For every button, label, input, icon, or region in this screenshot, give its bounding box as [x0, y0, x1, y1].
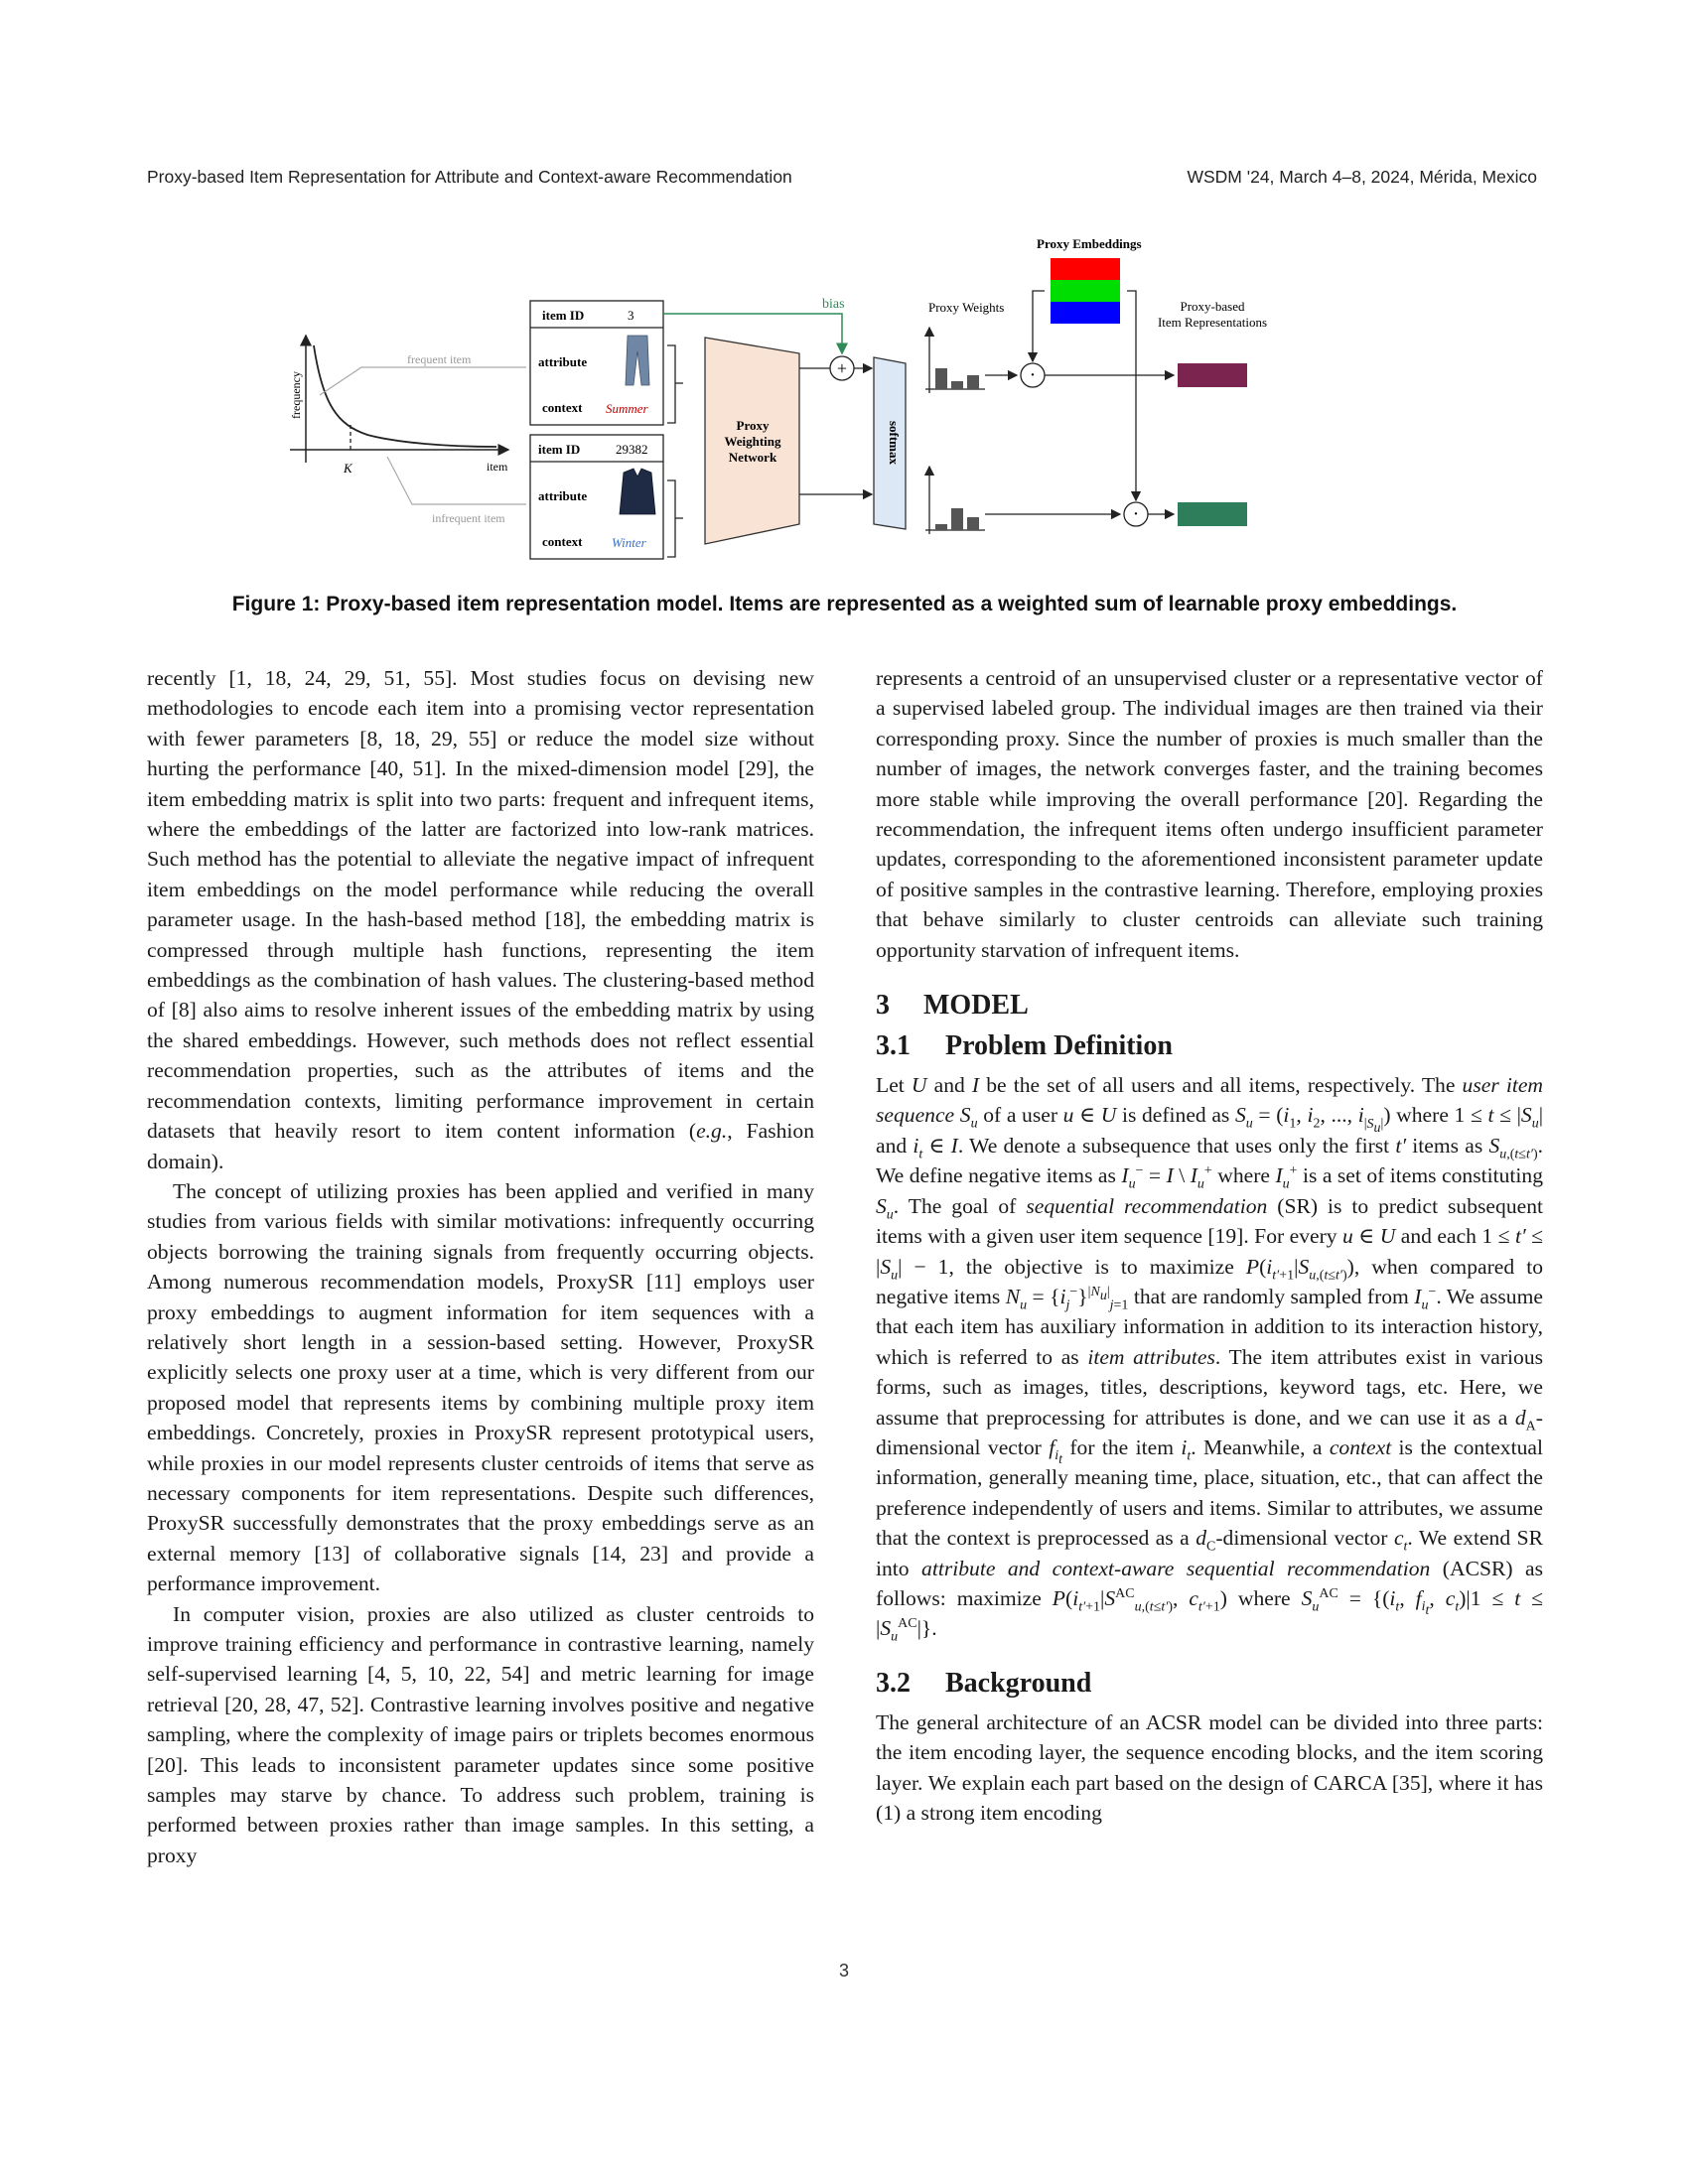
- item1-attribute-label: attribute: [538, 354, 587, 369]
- network-label-line2: Weighting: [724, 434, 781, 449]
- proxy-weighting-network: Proxy Weighting Network: [704, 337, 800, 545]
- plus-symbol: +: [837, 358, 847, 378]
- left-paragraph-1: recently [1, 18, 24, 29, 51, 55]. Most s…: [147, 666, 815, 1173]
- dot-symbol-bottom: ·: [1133, 503, 1140, 525]
- item2-context-value: Winter: [612, 535, 647, 550]
- right-column: represents a centroid of an unsupervised…: [876, 663, 1543, 1828]
- softmax-label: softmax: [887, 421, 902, 466]
- frequent-item-label: frequent item: [407, 352, 472, 366]
- proxy-repr-label-line1: Proxy-based: [1181, 299, 1245, 314]
- jacket-icon: [619, 468, 656, 515]
- proxy-embeddings-label: Proxy Embeddings: [1037, 236, 1142, 251]
- jeans-icon: [625, 335, 650, 386]
- infrequent-item-label: infrequent item: [432, 511, 505, 525]
- left-paragraph-2: The concept of utilizing proxies has bee…: [147, 1178, 814, 1596]
- problem-definition-paragraph: Let U and I be the set of all users and …: [876, 1073, 1544, 1645]
- item-card-2: item ID 29382 attribute context Winter: [529, 434, 664, 560]
- bias-label: bias: [822, 297, 845, 312]
- page-header: Proxy-based Item Representation for Attr…: [147, 167, 1537, 191]
- proxy-repr-label-line2: Item Representations: [1158, 315, 1267, 330]
- background-paragraph: The general architecture of an ACSR mode…: [876, 1709, 1543, 1825]
- item2-id-label: item ID: [538, 442, 580, 457]
- item2-context-label: context: [542, 534, 583, 549]
- k-label: K: [343, 461, 353, 476]
- frequency-plot: frequency item K frequent item infrequen…: [289, 334, 526, 525]
- proxy-weights-bottom: [923, 465, 1122, 534]
- header-title: Proxy-based Item Representation for Attr…: [147, 167, 792, 187]
- proxy-weights-top: [923, 326, 1019, 393]
- proxy-repr-item1: [1178, 363, 1247, 387]
- item1-id-value: 3: [628, 308, 634, 323]
- dot-symbol-top: ·: [1030, 364, 1037, 386]
- item-card-1: item ID 3 attribute context Summer: [529, 300, 664, 426]
- proxy-repr-item2: [1178, 502, 1247, 526]
- softmax-block: softmax: [873, 356, 907, 530]
- right-paragraph-1: represents a centroid of an unsupervised…: [876, 666, 1543, 962]
- figure-1: frequency item K frequent item infrequen…: [278, 226, 1410, 569]
- item2-attribute-label: attribute: [538, 488, 587, 503]
- item1-context-label: context: [542, 400, 583, 415]
- item1-context-value: Summer: [606, 401, 649, 416]
- network-label-line1: Proxy: [737, 418, 770, 433]
- proxy-weights-label: Proxy Weights: [928, 300, 1004, 315]
- item1-id-label: item ID: [542, 308, 584, 323]
- item-axis-label: item: [487, 460, 508, 474]
- network-label-line3: Network: [729, 450, 777, 465]
- left-paragraph-3: In computer vision, proxies are also uti…: [147, 1601, 814, 1867]
- item2-id-value: 29382: [616, 442, 648, 457]
- proxy-embeddings: [1051, 258, 1120, 324]
- frequency-axis-label: frequency: [289, 371, 303, 419]
- left-column: recently [1, 18, 24, 29, 51, 55]. Most s…: [147, 663, 814, 1870]
- header-venue: WSDM '24, March 4–8, 2024, Mérida, Mexic…: [1187, 167, 1537, 187]
- page-number: 3: [838, 1961, 849, 1980]
- figure-caption: Figure 1: Proxy-based item representatio…: [231, 593, 1458, 615]
